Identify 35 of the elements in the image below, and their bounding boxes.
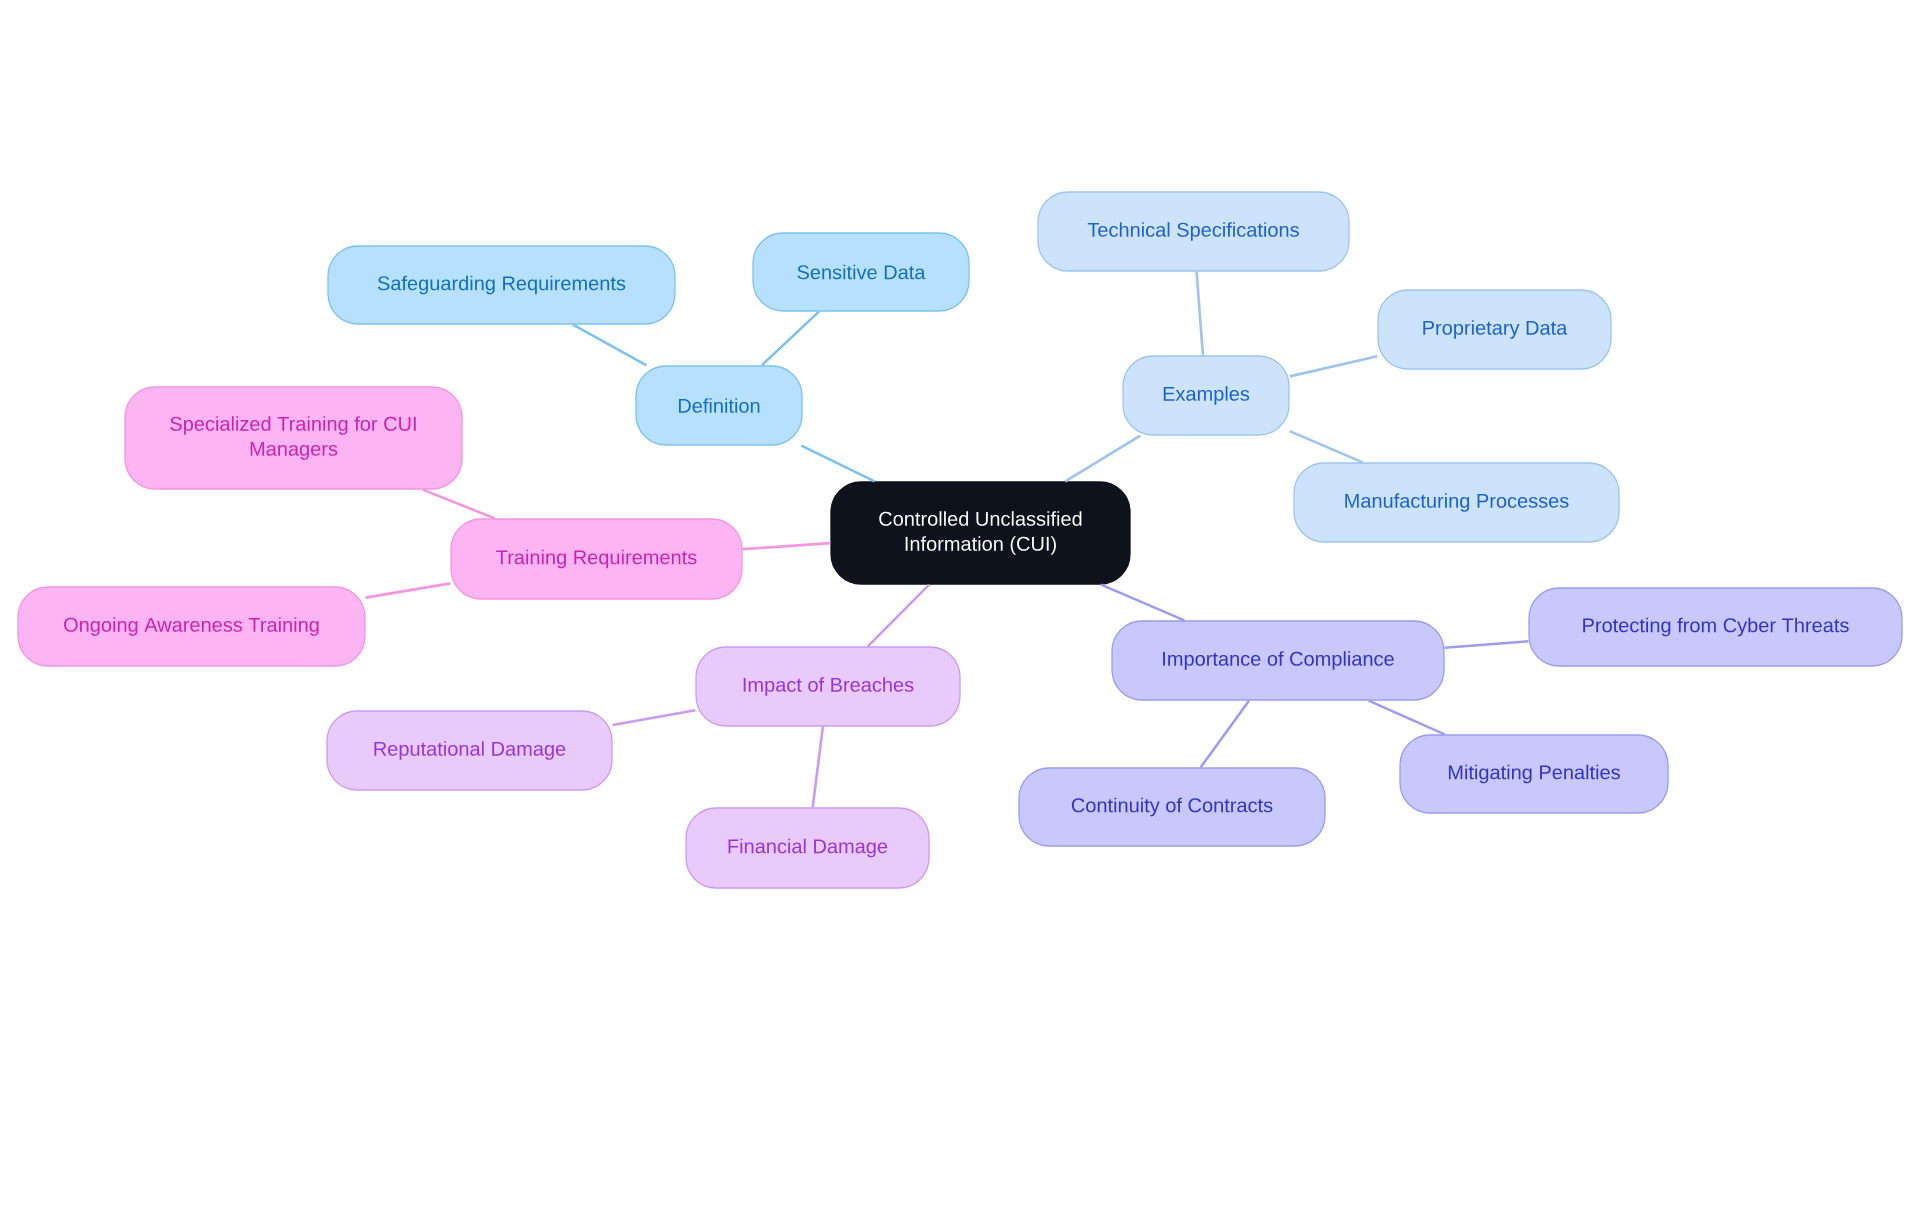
connector-line	[742, 541, 831, 551]
connector-line	[1199, 699, 1251, 769]
central-topic-box: Controlled Unclassified Information (CUI)	[830, 481, 1131, 585]
topic-box: Impact of Breaches	[695, 646, 961, 727]
subtopic-box: Manufacturing Processes	[1293, 462, 1620, 543]
connector-line	[800, 444, 876, 483]
connector-line	[1064, 434, 1141, 483]
subtopic-box: Safeguarding Requirements	[327, 245, 676, 325]
connector-line	[866, 583, 931, 648]
subtopic-box: Specialized Training for CUI Managers	[124, 386, 463, 490]
subtopic-box: Protecting from Cyber Threats	[1528, 587, 1903, 667]
subtopic-box: Reputational Damage	[326, 710, 613, 791]
topic-box: Examples	[1122, 355, 1290, 436]
connector-line	[1100, 583, 1185, 622]
connector-line	[572, 323, 648, 367]
connector-line	[1444, 639, 1529, 650]
connector-line	[1368, 699, 1446, 736]
connector-line	[1289, 429, 1364, 464]
connector-line	[612, 708, 696, 727]
connector-line	[365, 582, 451, 599]
subtopic-box: Proprietary Data	[1377, 289, 1612, 370]
subtopic-box: Financial Damage	[685, 807, 930, 889]
connector-line	[1289, 355, 1378, 378]
subtopic-box: Technical Specifications	[1037, 191, 1350, 272]
subtopic-box: Continuity of Contracts	[1018, 767, 1326, 847]
connector-line	[811, 726, 825, 808]
subtopic-box: Ongoing Awareness Training	[17, 586, 366, 667]
subtopic-box: Sensitive Data	[752, 232, 970, 312]
topic-box: Definition	[635, 365, 803, 446]
connector-line	[422, 488, 496, 520]
connector-line	[760, 310, 820, 367]
connector-line	[1195, 271, 1205, 356]
topic-box: Importance of Compliance	[1111, 620, 1445, 701]
topic-box: Training Requirements	[450, 518, 743, 600]
subtopic-box: Mitigating Penalties	[1399, 734, 1669, 814]
